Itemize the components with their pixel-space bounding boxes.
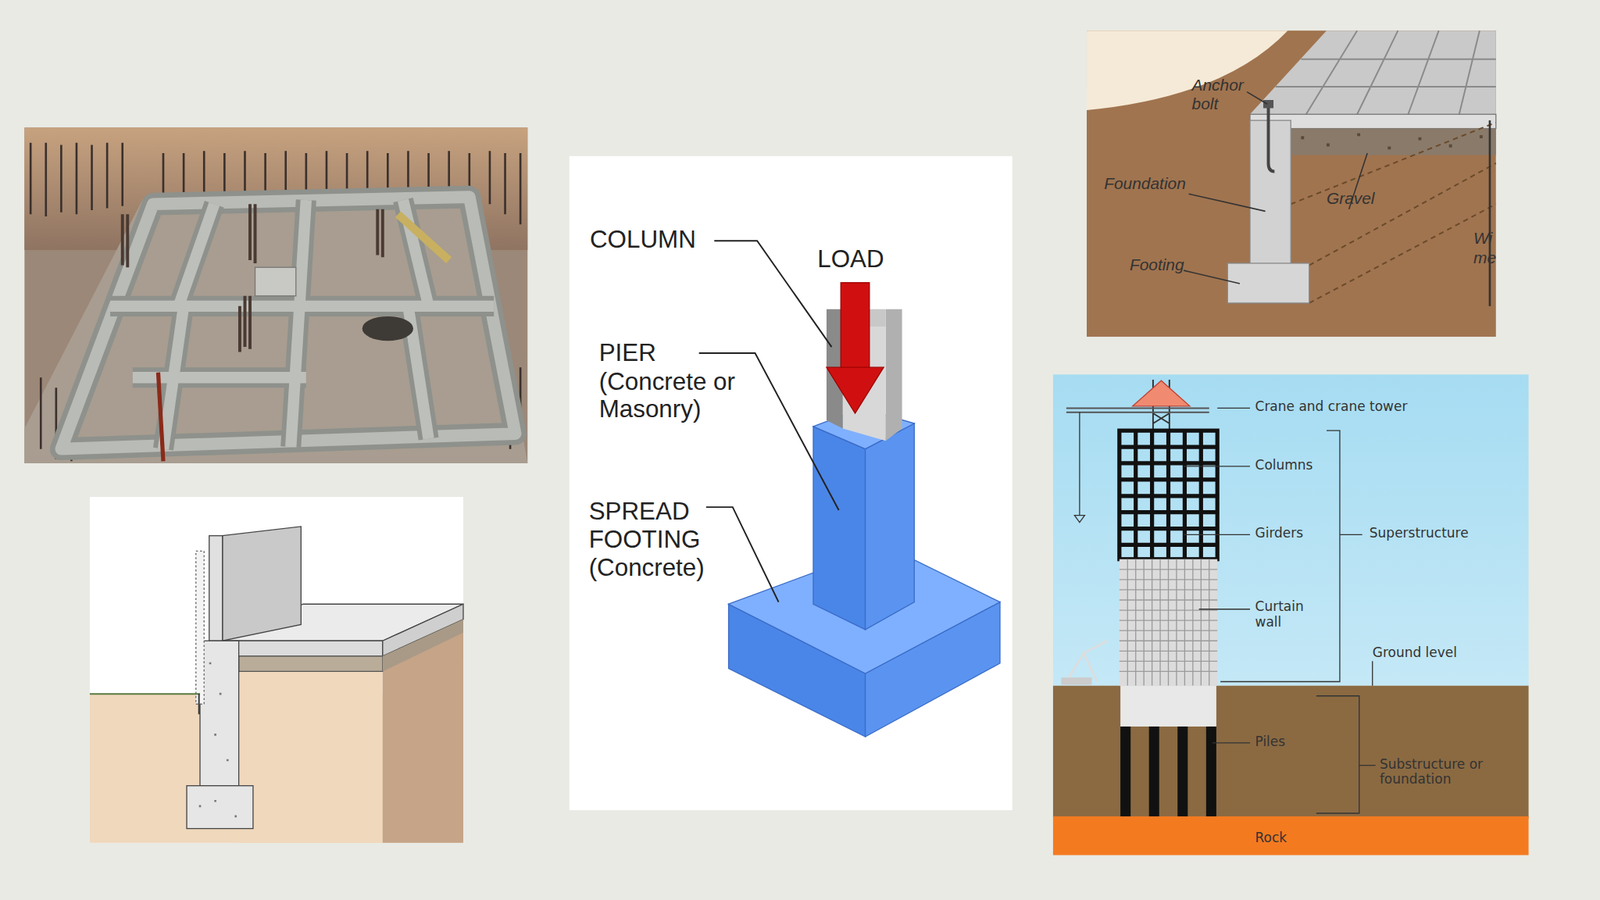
part-label: Footing [1129, 256, 1185, 275]
foundation-photo [24, 127, 528, 464]
foundation-photo-shape [122, 203, 383, 352]
building-section-shape [1149, 726, 1160, 817]
foundation-footing-drawing [1086, 30, 1497, 337]
part-label: Curtain wall [1255, 600, 1319, 631]
building-section-shape [1177, 726, 1188, 817]
wall-section-shape [239, 656, 383, 672]
wall-section-shape [186, 785, 254, 829]
building-section-shape [1120, 726, 1131, 817]
wall-section-shape [200, 640, 240, 786]
foundation-footing-drawing-shape [1300, 134, 1483, 148]
foundation-footing-drawing-shape [1489, 120, 1492, 307]
building-section-shape [1120, 685, 1217, 727]
wall-section-shape [382, 619, 464, 672]
foundation-footing-drawing-shape [1290, 122, 1497, 304]
foundation-photo-shape [255, 267, 297, 297]
group-label: Substructure or foundation [1379, 757, 1494, 788]
level-label: Ground level [1372, 646, 1458, 662]
part-label: Wi [1473, 229, 1493, 249]
part-label: PIER (Concrete or Masonry) [599, 339, 753, 424]
part-label: me [1473, 249, 1497, 268]
part-label: Piles [1255, 734, 1286, 750]
building-section [1053, 374, 1529, 855]
building-section-shape [1132, 380, 1190, 407]
building-section-shape [1053, 374, 1529, 686]
spread-footing-diagram-shape [840, 282, 870, 370]
foundation-photo-shape-shape [110, 200, 494, 450]
building-section-shape-shape [1119, 430, 1218, 560]
foundation-photo-shape-shape [60, 196, 515, 450]
wall-section-shape [89, 496, 464, 843]
foundation-photo-shape [157, 372, 164, 462]
foundation-footing-drawing-shape [1263, 100, 1274, 108]
building-section-shape [1074, 515, 1085, 523]
foundation-footing-drawing-shape [1250, 120, 1291, 265]
part-label: Rock [1255, 830, 1288, 847]
wall-section-shape [222, 526, 302, 641]
building-section-shape [1078, 412, 1080, 516]
load-label: LOAD [817, 244, 884, 273]
foundation-footing-drawing-shape [1268, 100, 1275, 172]
wall-section-shape [239, 668, 383, 843]
foundation-footing-drawing-shape [1086, 30, 1497, 337]
spread-footing-diagram-shape [865, 423, 915, 630]
part-label: Gravel [1326, 189, 1375, 209]
part-label: Crane and crane tower [1255, 400, 1408, 416]
foundation-footing-drawing-shape [1250, 30, 1497, 115]
spread-footing-diagram-shape [885, 309, 903, 441]
part-label: Foundation [1103, 174, 1186, 193]
foundation-footing-drawing-shape [1183, 92, 1368, 285]
wall-section-shape [209, 535, 223, 642]
wall-section-shape [198, 693, 200, 715]
building-section-shape [1066, 640, 1108, 682]
foundation-photo-shape [362, 316, 414, 341]
wall-section-shape [222, 640, 383, 657]
building-section-shape [1183, 407, 1376, 814]
group-label: Superstructure [1369, 526, 1469, 543]
spread-footing-diagram-shape [813, 426, 866, 630]
part-label: Girders [1255, 526, 1304, 543]
part-label: Columns [1255, 457, 1314, 474]
building-section-shape [1053, 816, 1529, 856]
wall-section-shape [89, 692, 200, 695]
building-section-shape-shape [1119, 430, 1218, 560]
spread-footing-diagram-shape [699, 240, 840, 602]
foundation-photo-shape [30, 142, 521, 462]
spread-footing-diagram-shape [826, 367, 884, 414]
foundation-photo-shape [397, 214, 449, 261]
foundation-photo-shape-shape [60, 196, 515, 450]
part-label: SPREAD FOOTING (Concrete) [589, 496, 722, 582]
building-section-shape [1119, 430, 1218, 560]
building-section-shape [1119, 559, 1218, 686]
wall-section-shape [196, 550, 204, 704]
building-section-shape [1060, 677, 1092, 685]
foundation-photo-shape [60, 196, 515, 450]
part-label: COLUMN [589, 225, 697, 254]
spread-footing-diagram-shape [569, 156, 1013, 811]
building-section-shape [1119, 559, 1218, 686]
building-section-shape [1066, 407, 1210, 412]
foundation-photo-shape-shape [110, 200, 494, 450]
foundation-photo-shape [24, 192, 528, 464]
foundation-footing-drawing-shape [1275, 30, 1497, 115]
foundation-footing-drawing-shape [1290, 128, 1497, 156]
building-section-shape [1206, 726, 1217, 817]
wall-section-shape [199, 663, 237, 817]
part-label: Anchor bolt [1192, 76, 1254, 115]
wall-section [89, 496, 464, 843]
building-section-shape [1053, 685, 1529, 819]
foundation-photo-shape [24, 127, 528, 464]
spread-footing-diagram [569, 156, 1013, 811]
